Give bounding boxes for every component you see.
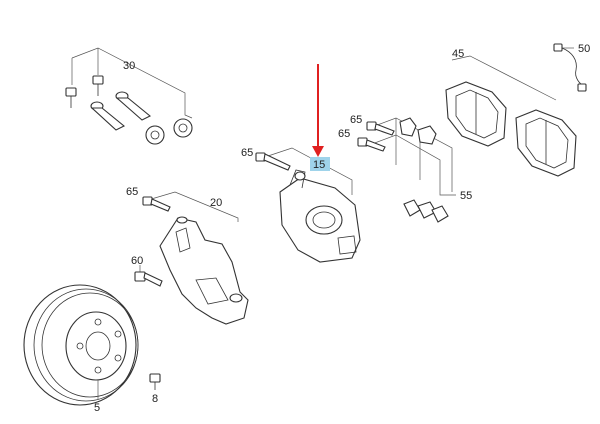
label-wear-sensor: 50 xyxy=(578,43,590,55)
brake-pad-1 xyxy=(445,81,507,147)
guide-boot-1 xyxy=(145,125,165,145)
spring-clip-3 xyxy=(431,205,449,223)
carrier-bracket xyxy=(147,191,239,222)
bolt-8-group: 8 xyxy=(149,373,161,405)
label-pad-set: 45 xyxy=(452,48,464,60)
spring-bolt-b xyxy=(357,137,386,152)
label-bolt-8: 8 xyxy=(152,393,158,405)
label-spring-bolt-b: 65 xyxy=(338,128,350,140)
carrier-bracket-body xyxy=(159,216,249,325)
caliper-body xyxy=(279,169,361,263)
bolt-60 xyxy=(134,271,163,287)
label-caliper-bolt-65: 65 xyxy=(241,147,253,159)
carrier-group: 65 20 xyxy=(126,186,249,325)
pad-set-bracket xyxy=(451,55,557,101)
anti-rattle-clip-1 xyxy=(399,117,417,137)
label-bolt-60: 60 xyxy=(131,255,143,267)
caliper-label-highlight xyxy=(310,157,330,171)
spring-bolt-a xyxy=(366,121,395,136)
guide-pin-2 xyxy=(115,91,152,121)
wear-sensor-group: 50 xyxy=(553,43,590,92)
highlight-arrow xyxy=(312,64,324,157)
label-carrier: 20 xyxy=(210,197,222,209)
brake-disc-group: 5 xyxy=(23,284,139,414)
label-disc: 5 xyxy=(94,402,100,414)
carrier-bolt-65 xyxy=(142,196,171,212)
wear-sensor xyxy=(553,43,587,92)
label-spring-bolt-a: 65 xyxy=(350,114,362,126)
guide-kit-bracket xyxy=(71,47,193,119)
guide-bolt-small-1 xyxy=(65,87,77,108)
caliper-group: 65 15 xyxy=(241,64,361,263)
caliper-bolt-65 xyxy=(255,152,291,171)
guide-pin-1 xyxy=(90,101,126,131)
label-carrier-bolt-65: 65 xyxy=(126,186,138,198)
guide-boot-2 xyxy=(173,118,193,138)
label-guide-kit: 30 xyxy=(123,60,135,72)
spring-kit-group: 65 65 55 xyxy=(338,114,472,223)
spring-clip-1 xyxy=(403,199,421,217)
label-caliper: 15 xyxy=(313,159,325,171)
anti-rattle-clip-2 xyxy=(417,125,437,145)
label-spring-kit: 55 xyxy=(460,190,472,202)
guide-bolt-small-2 xyxy=(92,75,104,96)
brake-pad-2 xyxy=(515,109,577,177)
guide-kit-group: 30 xyxy=(65,47,193,145)
brake-disc xyxy=(23,284,139,406)
bolt-60-group: 60 xyxy=(131,255,163,287)
bolt-8 xyxy=(149,373,161,390)
pad-set-group: 45 xyxy=(445,48,577,177)
spring-kit-bracket-bottom xyxy=(371,134,456,196)
